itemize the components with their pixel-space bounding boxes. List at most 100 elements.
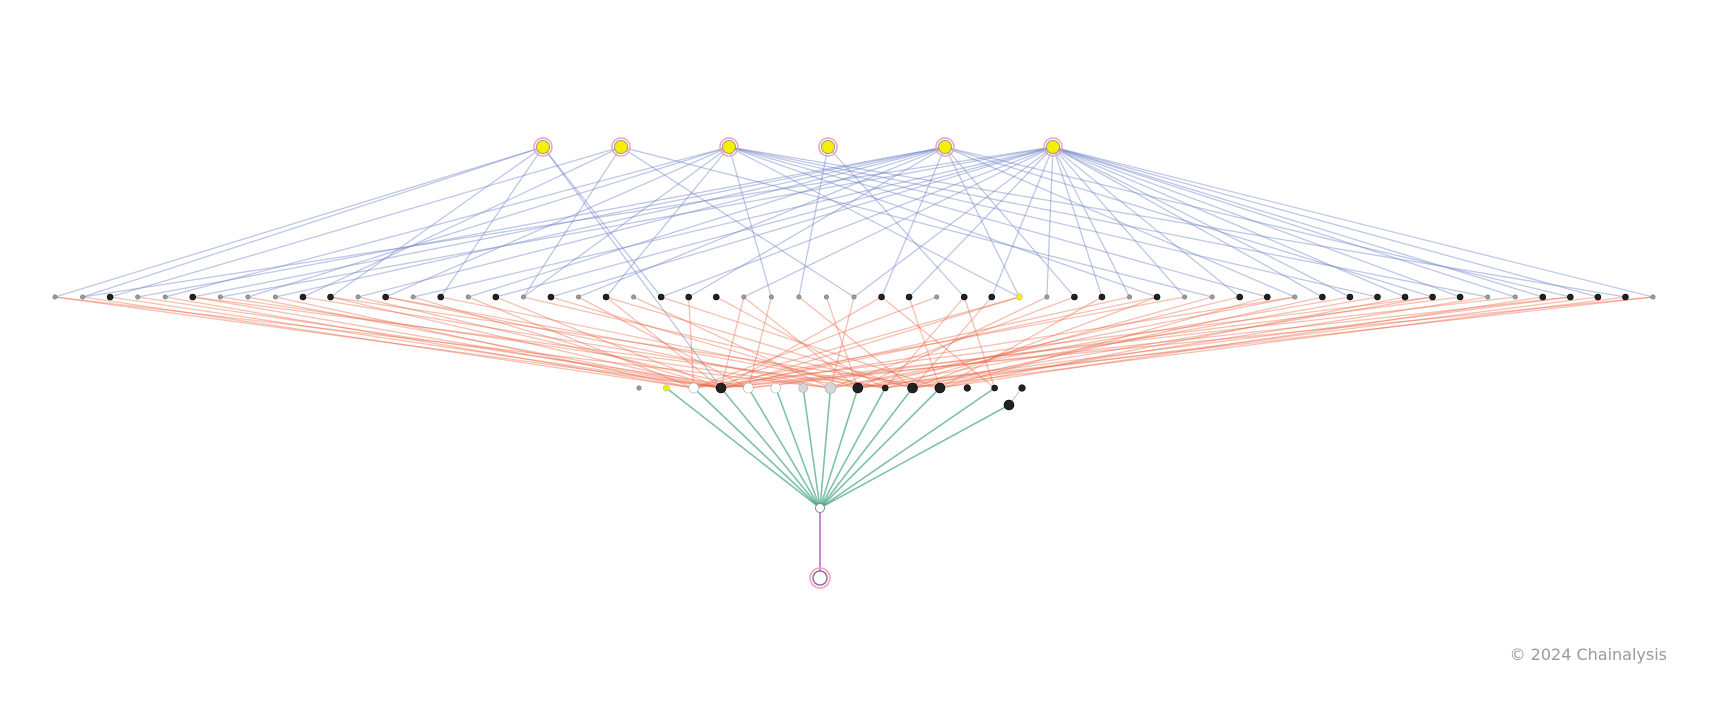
wallet-node[interactable] <box>162 294 168 300</box>
wallet-node[interactable] <box>741 294 747 300</box>
wallet-node[interactable] <box>437 293 445 301</box>
wallet-node[interactable] <box>1003 399 1015 411</box>
wallet-node[interactable] <box>106 293 114 301</box>
wallet-node[interactable] <box>988 293 996 301</box>
wallet-node[interactable] <box>907 382 918 394</box>
wallet-node[interactable] <box>135 294 141 300</box>
wallet-node[interactable] <box>934 382 946 394</box>
wallet-node[interactable] <box>299 293 307 301</box>
wallet-node[interactable] <box>272 294 278 300</box>
exchange-node[interactable] <box>1046 140 1060 154</box>
exchange-node[interactable] <box>614 140 628 154</box>
wallet-node[interactable] <box>327 293 334 301</box>
exchange-deposit-node[interactable] <box>812 570 828 586</box>
wallet-node[interactable] <box>1127 294 1133 300</box>
wallet-node[interactable] <box>878 293 885 301</box>
wallet-node[interactable] <box>189 293 197 301</box>
wallet-node[interactable] <box>1650 294 1656 300</box>
node-ring[interactable] <box>533 137 553 157</box>
wallet-node[interactable] <box>963 384 971 392</box>
wallet-node[interactable] <box>1015 293 1023 301</box>
wallet-node[interactable] <box>631 294 637 300</box>
wallet-node[interactable] <box>905 293 913 301</box>
edge-transfer <box>633 296 831 389</box>
wallet-node[interactable] <box>824 382 837 394</box>
exchange-node[interactable] <box>821 140 835 154</box>
wallet-node[interactable] <box>1512 294 1518 300</box>
wallet-node[interactable] <box>80 294 86 300</box>
wallet-node[interactable] <box>1292 294 1298 300</box>
edge-inflow <box>728 146 1488 298</box>
wallet-node[interactable] <box>245 294 251 300</box>
wallet-node[interactable] <box>1319 293 1326 301</box>
wallet-node[interactable] <box>1182 294 1188 300</box>
wallet-node[interactable] <box>1209 294 1215 300</box>
wallet-node[interactable] <box>1346 293 1354 301</box>
wallet-node[interactable] <box>881 384 889 392</box>
wallet-node[interactable] <box>52 294 58 300</box>
wallet-node[interactable] <box>1374 293 1381 301</box>
edge-inflow <box>728 146 1020 298</box>
wallet-node[interactable] <box>492 293 500 301</box>
wallet-node[interactable] <box>662 384 670 392</box>
node-ring[interactable] <box>818 137 838 157</box>
wallet-node[interactable] <box>1153 293 1161 301</box>
node-ring[interactable] <box>935 137 955 157</box>
wallet-node[interactable] <box>743 382 754 394</box>
wallet-node[interactable] <box>575 294 581 300</box>
wallet-node[interactable] <box>851 294 857 300</box>
wallet-node[interactable] <box>636 385 642 391</box>
edge-transfer <box>660 296 941 389</box>
exchange-node[interactable] <box>536 140 550 154</box>
node-ring[interactable] <box>1043 137 1063 157</box>
wallet-node[interactable] <box>1044 294 1050 300</box>
wallet-node[interactable] <box>1071 293 1078 301</box>
wallet-node[interactable] <box>991 384 998 392</box>
wallet-node[interactable] <box>1429 293 1436 301</box>
exchange-node[interactable] <box>722 140 736 154</box>
wallet-node[interactable] <box>798 383 808 393</box>
wallet-node[interactable] <box>770 382 782 394</box>
wallet-node[interactable] <box>547 293 555 301</box>
wallet-node[interactable] <box>852 382 864 394</box>
wallet-node[interactable] <box>382 293 389 301</box>
wallet-node[interactable] <box>1456 293 1464 301</box>
wallet-node[interactable] <box>1539 293 1547 301</box>
wallet-node[interactable] <box>1263 293 1271 301</box>
edge-transfer <box>693 296 937 389</box>
wallet-node[interactable] <box>823 294 829 300</box>
wallet-node[interactable] <box>1485 294 1491 300</box>
node-ring[interactable] <box>719 137 739 157</box>
wallet-node[interactable] <box>1401 293 1409 301</box>
wallet-node[interactable] <box>960 293 968 301</box>
consolidation-hub-node[interactable] <box>815 503 825 513</box>
wallet-node[interactable] <box>1236 293 1244 301</box>
edge-transfer <box>721 296 1654 389</box>
wallet-node[interactable] <box>410 294 416 300</box>
wallet-node[interactable] <box>1622 293 1629 301</box>
wallet-node[interactable] <box>768 294 774 300</box>
edge-inflow <box>620 146 1213 298</box>
wallet-node[interactable] <box>602 293 610 301</box>
wallet-node[interactable] <box>1567 293 1574 301</box>
edge-inflow <box>908 146 1054 298</box>
wallet-node[interactable] <box>934 294 940 300</box>
wallet-node[interactable] <box>712 293 720 301</box>
wallet-node[interactable] <box>1594 293 1602 301</box>
wallet-node[interactable] <box>688 382 700 394</box>
exchange-node[interactable] <box>938 140 952 154</box>
wallet-node[interactable] <box>355 294 361 300</box>
node-ring[interactable] <box>611 137 631 157</box>
wallet-node[interactable] <box>465 294 471 300</box>
node-ring[interactable] <box>809 567 831 589</box>
wallet-node[interactable] <box>520 294 526 300</box>
wallet-node[interactable] <box>1018 384 1026 392</box>
wallet-node[interactable] <box>217 294 223 300</box>
wallet-node[interactable] <box>685 293 692 301</box>
wallet-node[interactable] <box>715 382 727 394</box>
wallet-node[interactable] <box>1098 293 1106 301</box>
edge-inflow <box>220 146 1054 298</box>
wallet-node[interactable] <box>796 294 802 300</box>
wallet-node[interactable] <box>657 293 665 301</box>
edge-inflow <box>827 146 965 298</box>
